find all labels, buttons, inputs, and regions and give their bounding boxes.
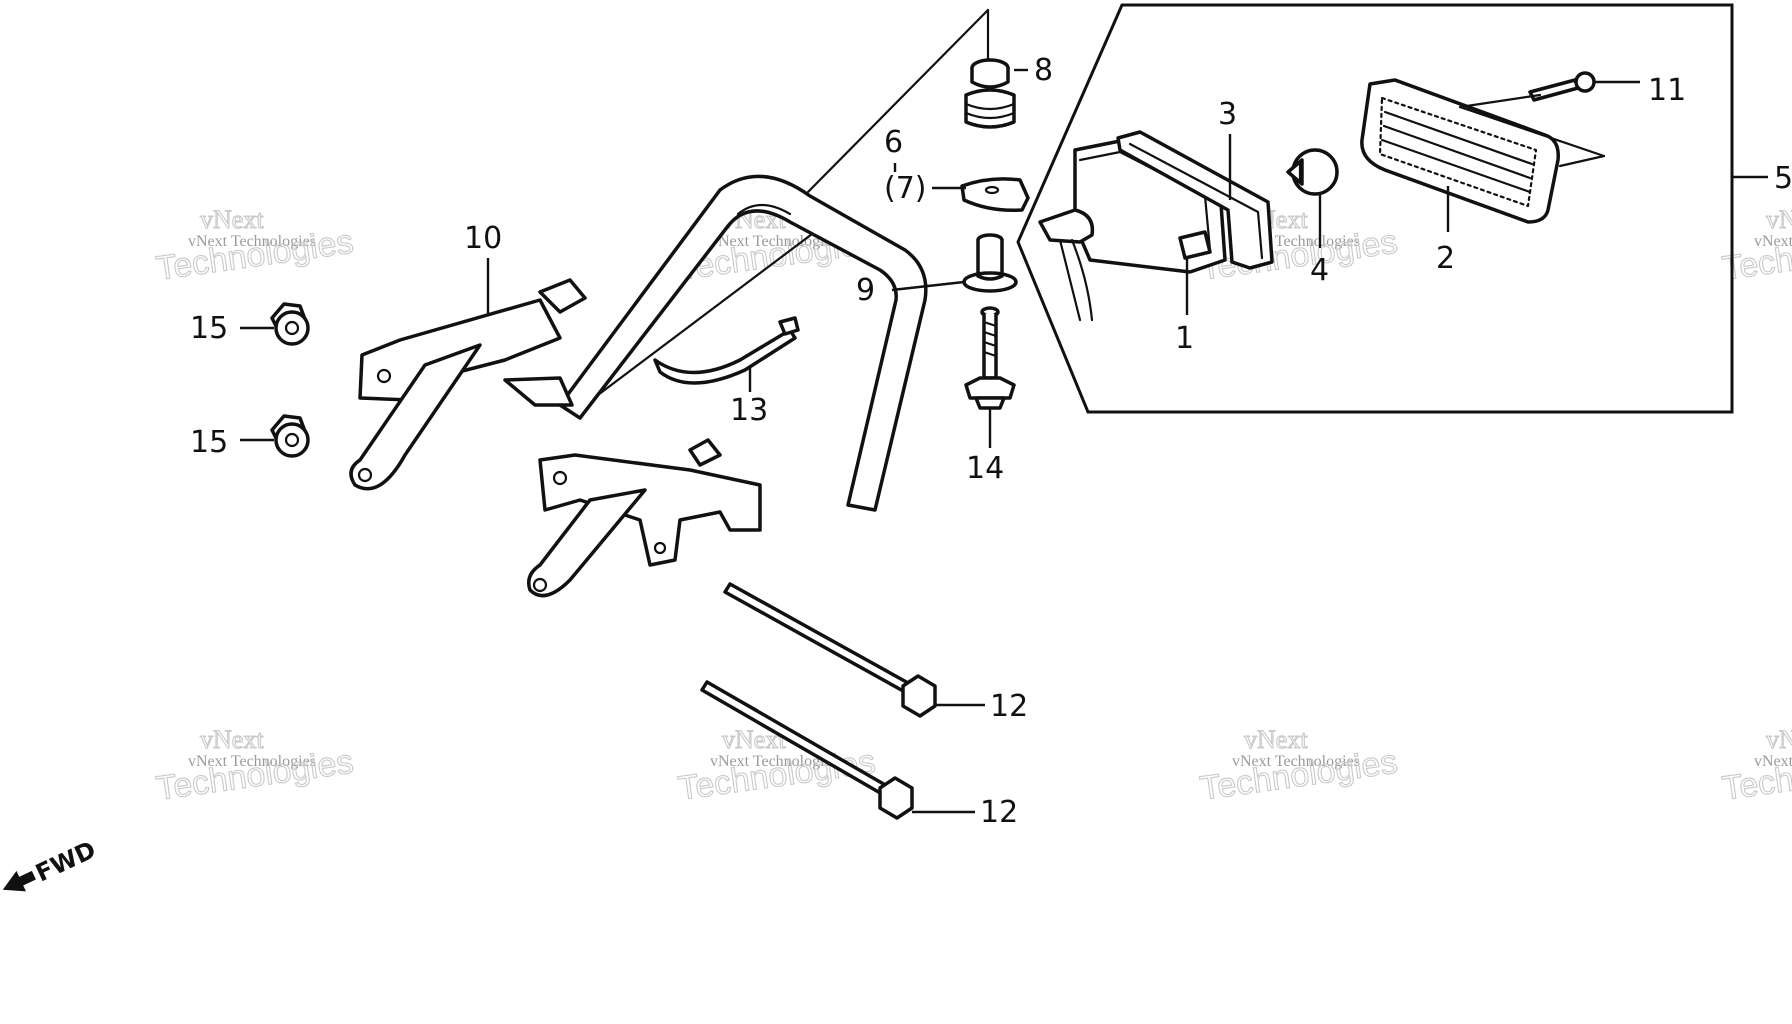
leader-lines (240, 68, 1640, 814)
callout-2: 2 (1436, 241, 1455, 276)
fwd-label: FWD (31, 836, 100, 888)
long-bolt-upper (723, 582, 937, 718)
callout-labels: 1 2 3 4 5 6 (7) 8 9 10 11 12 12 13 14 15… (190, 53, 1792, 830)
callout-14: 14 (966, 451, 1004, 486)
grab-rail (349, 174, 928, 598)
watermark: vNext vNext Technologies Technologies (153, 204, 356, 288)
long-bolt-lower (700, 680, 914, 820)
watermark: vNext vNext Technologies Technologies (1719, 724, 1792, 808)
callout-12-upper: 12 (990, 689, 1028, 724)
flange-nut-lower (270, 414, 310, 458)
callout-1: 1 (1175, 321, 1194, 356)
watermark-line2: vNext Technologies (188, 753, 316, 770)
callout-15-upper: 15 (190, 311, 228, 346)
leader-lens-side (1558, 154, 1606, 168)
watermark: vNext vNext Technologies Technologies (153, 724, 356, 808)
collar (962, 233, 1018, 293)
watermark-line2: vNext Technologies (1232, 753, 1360, 770)
watermark-line2: vNext Technologies (1754, 233, 1792, 250)
callout-11: 11 (1648, 73, 1686, 108)
callout-13: 13 (730, 393, 768, 428)
gasket (1116, 130, 1274, 270)
callout-15-lower: 15 (190, 425, 228, 460)
connector-line-top (806, 8, 990, 194)
callout-10: 10 (464, 221, 502, 256)
callout-5: 5 (1774, 161, 1792, 196)
leader-11-diag (1458, 105, 1606, 158)
callout-12-lower: 12 (980, 795, 1018, 830)
wire-clip (653, 316, 800, 385)
fwd-arrow-icon (2, 870, 36, 892)
fwd-indicator: FWD (2, 836, 100, 892)
callout-3: 3 (1218, 97, 1237, 132)
watermark-line2: vNext Technologies (188, 233, 316, 250)
lens-screw (1528, 71, 1596, 102)
callout-7: (7) (884, 171, 927, 206)
watermark-line1: vNext (200, 205, 264, 234)
watermark: vNext vNext Technologies Technologies (1197, 724, 1400, 808)
callout-4: 4 (1310, 253, 1329, 288)
bulb (1286, 148, 1339, 196)
watermark-line1: vNext (1766, 205, 1792, 234)
callout-8: 8 (1034, 53, 1053, 88)
callout-6: 6 (884, 125, 903, 160)
lens (1360, 78, 1560, 224)
watermark-line2: vNext Technologies (710, 753, 838, 770)
watermark-line1: vNext (1766, 725, 1792, 754)
washer-bracket (960, 177, 1030, 213)
leader-11-to-lens (1458, 93, 1542, 109)
watermark-line2: vNext Technologies (1754, 753, 1792, 770)
grommet (964, 58, 1016, 129)
taillight-assembly-box (1016, 3, 1734, 414)
connector-line-lower (576, 226, 822, 412)
watermark-group: vNext vNext Technologies Technologies vN… (153, 204, 1792, 808)
stud-bolt (964, 306, 1016, 410)
callout-9: 9 (856, 273, 875, 308)
flange-nut-upper (270, 302, 310, 346)
watermark-line1: vNext (200, 725, 264, 754)
watermark-line1: vNext (1244, 725, 1308, 754)
